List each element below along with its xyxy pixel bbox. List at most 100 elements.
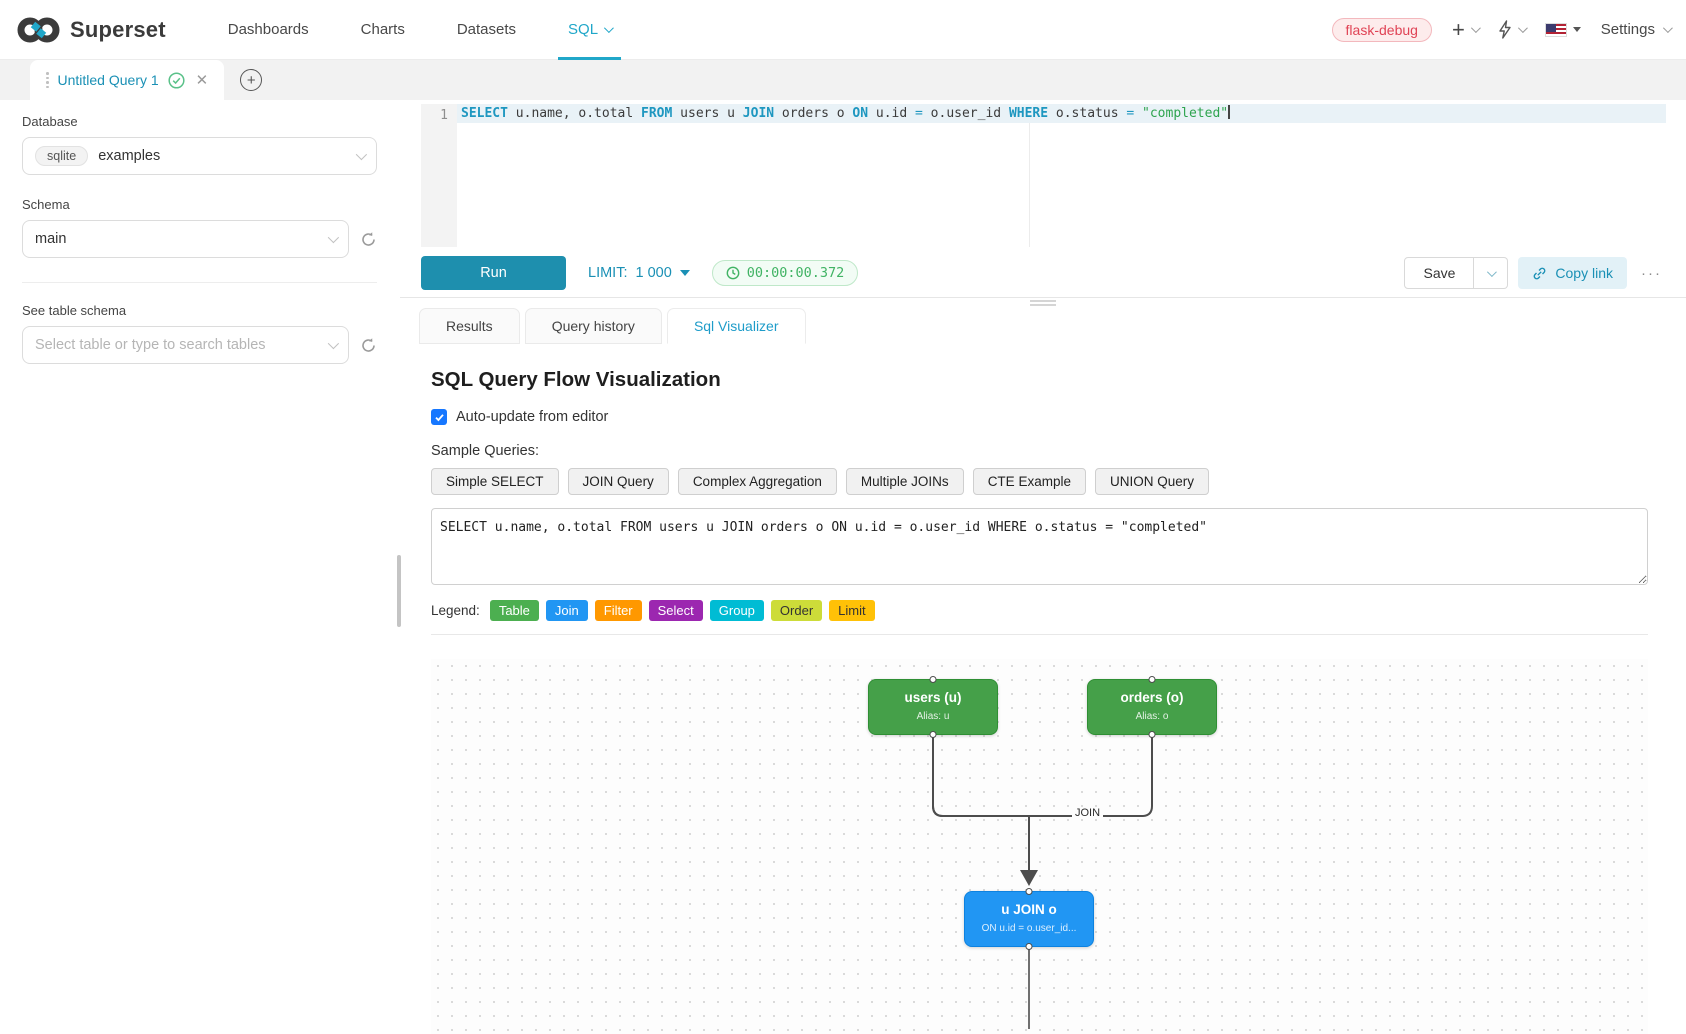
check-circle-icon <box>168 71 185 89</box>
sample-query-button-join-query[interactable]: JOIN Query <box>567 468 669 495</box>
sample-query-button-simple-select[interactable]: Simple SELECT <box>431 468 559 495</box>
sqllab-sidebar: Database sqlite examples Schema main See… <box>0 100 399 1034</box>
connection-handle[interactable] <box>1148 731 1156 738</box>
legend-chip-order: Order <box>770 600 823 621</box>
chevron-down-icon <box>327 231 340 244</box>
limit-dropdown[interactable]: LIMIT: 1 000 <box>588 265 690 281</box>
table-select[interactable]: Select table or type to search tables <box>22 326 349 364</box>
code-line[interactable]: SELECT u.name, o.total FROM users u JOIN… <box>457 104 1666 123</box>
plus-icon: + <box>1451 16 1465 42</box>
nav-item-sql[interactable]: SQL <box>542 0 637 60</box>
drag-handle-icon[interactable] <box>46 72 49 88</box>
node-subtitle: Alias: o <box>1135 711 1169 722</box>
tab-sql-visualizer[interactable]: Sql Visualizer <box>666 308 806 344</box>
query-input[interactable]: SELECT u.name, o.total FROM users u JOIN… <box>431 508 1648 585</box>
query-search-button[interactable] <box>1498 20 1528 39</box>
nav-menu: Dashboards Charts Datasets SQL <box>202 0 637 60</box>
south-pane-splitter[interactable] <box>400 297 1686 307</box>
sql-editor[interactable]: 1 SELECT u.name, o.total FROM users u JO… <box>421 104 1666 247</box>
refresh-icon[interactable] <box>360 231 377 248</box>
splitter-grip-icon[interactable] <box>1030 300 1056 306</box>
pane-resizer-thumb[interactable] <box>397 555 401 627</box>
sample-query-button-union-query[interactable]: UNION Query <box>1094 468 1209 495</box>
text-cursor <box>1228 105 1230 119</box>
sample-query-button-cte-example[interactable]: CTE Example <box>972 468 1086 495</box>
navbar-right: flask-debug + Settings <box>1331 16 1673 42</box>
checkbox-checked-icon[interactable] <box>431 409 447 425</box>
nav-item-datasets[interactable]: Datasets <box>431 0 542 60</box>
node-subtitle: Alias: u <box>916 711 950 722</box>
editor-code-area[interactable]: SELECT u.name, o.total FROM users u JOIN… <box>457 104 1666 247</box>
nav-item-label: Dashboards <box>227 21 309 38</box>
new-item-button[interactable]: + <box>1451 16 1481 42</box>
refresh-icon[interactable] <box>360 337 377 354</box>
sample-query-button-complex-aggregation[interactable]: Complex Aggregation <box>677 468 837 495</box>
sql-token <box>1134 106 1142 121</box>
flag-us-icon <box>1544 22 1567 37</box>
database-value: examples <box>98 148 161 164</box>
schema-label: Schema <box>22 197 70 212</box>
tab-query-history[interactable]: Query history <box>524 308 662 344</box>
connection-handle[interactable] <box>929 731 937 738</box>
run-button[interactable]: Run <box>421 256 566 290</box>
sql-token: u.id <box>868 106 916 121</box>
sql-token: u.name, o.total <box>507 106 642 121</box>
schema-select[interactable]: main <box>22 220 349 258</box>
connection-handle[interactable] <box>1025 888 1033 895</box>
superset-logo[interactable]: Superset <box>16 15 166 45</box>
south-pane-tabs: Results Query history Sql Visualizer <box>419 308 1686 344</box>
sql-token: SELECT <box>461 106 508 121</box>
nav-item-dashboards[interactable]: Dashboards <box>202 0 335 60</box>
query-tab-active[interactable]: Untitled Query 1 ✕ <box>30 60 225 100</box>
sql-token: orders o <box>774 106 853 121</box>
connection-handle[interactable] <box>929 676 937 683</box>
pane-resizer[interactable] <box>397 100 401 1034</box>
sql-token: = <box>1126 106 1135 121</box>
flow-canvas[interactable]: JOIN users (u) Alias: u orders (o) Alias… <box>431 659 1648 1034</box>
chevron-down-icon <box>1470 23 1481 34</box>
legend-chip-filter: Filter <box>594 600 642 621</box>
caret-down-icon <box>1572 27 1581 32</box>
close-icon[interactable]: ✕ <box>195 72 209 89</box>
database-label: Database <box>22 114 78 129</box>
copy-link-button[interactable]: Copy link <box>1518 257 1627 289</box>
auto-update-checkbox-row[interactable]: Auto-update from editor <box>431 409 1648 425</box>
copy-link-label: Copy link <box>1555 265 1613 281</box>
settings-label: Settings <box>1600 21 1655 38</box>
chevron-down-icon <box>604 23 614 34</box>
chevron-down-icon <box>327 337 340 350</box>
chevron-down-icon <box>1662 23 1673 34</box>
settings-menu[interactable]: Settings <box>1600 21 1673 38</box>
sql-visualizer-panel: SQL Query Flow Visualization Auto-update… <box>400 344 1686 1034</box>
schema-value: main <box>35 231 67 247</box>
tab-results[interactable]: Results <box>419 308 520 344</box>
nav-item-label: SQL <box>568 21 599 38</box>
connection-handle[interactable] <box>1025 943 1033 950</box>
node-title: orders (o) <box>1120 690 1184 705</box>
nav-item-label: Datasets <box>456 21 517 38</box>
connection-handle[interactable] <box>1148 676 1156 683</box>
flow-node-join[interactable]: u JOIN o ON u.id = o.user_id... <box>964 888 1094 950</box>
divider <box>431 634 1648 635</box>
flow-node-orders[interactable]: orders (o) Alias: o <box>1087 676 1217 738</box>
caret-down-icon <box>679 270 690 276</box>
flow-node-users[interactable]: users (u) Alias: u <box>868 676 998 738</box>
sql-token: FROM <box>641 106 673 121</box>
language-picker[interactable] <box>1544 22 1581 37</box>
legend-label: Legend: <box>431 603 480 618</box>
nav-item-charts[interactable]: Charts <box>335 0 431 60</box>
run-toolbar: Run LIMIT: 1 000 00:00:00.372 Save <box>421 256 1666 290</box>
sample-query-button-multiple-joins[interactable]: Multiple JOINs <box>845 468 964 495</box>
save-dropdown-button[interactable] <box>1474 257 1509 289</box>
more-actions-button[interactable]: ··· <box>1641 264 1662 282</box>
link-icon <box>1534 267 1546 279</box>
legend-chip-select: Select <box>648 600 703 621</box>
database-select[interactable]: sqlite examples <box>22 137 377 175</box>
add-query-tab-button[interactable]: + <box>224 60 278 100</box>
print-margin <box>1029 104 1030 247</box>
add-tab-icon: + <box>240 69 263 91</box>
legend-chip-join: Join <box>545 600 588 621</box>
save-button[interactable]: Save <box>1404 257 1475 289</box>
sql-token: "completed" <box>1142 106 1229 121</box>
